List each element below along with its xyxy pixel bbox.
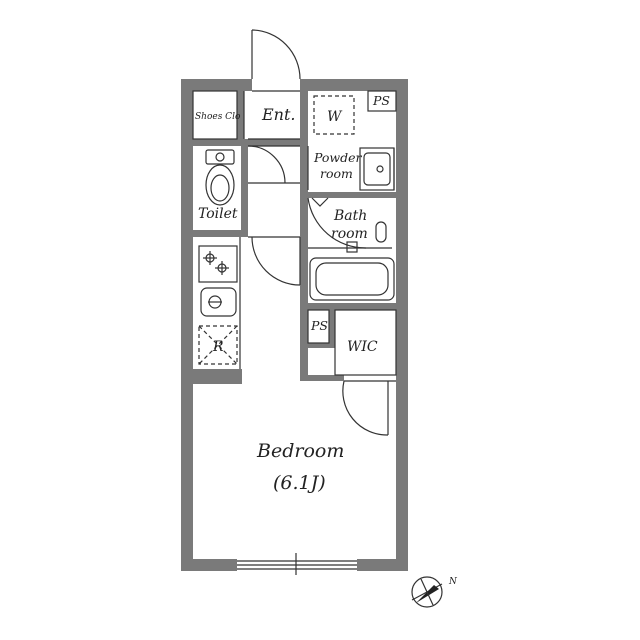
sink-icon xyxy=(200,287,237,317)
hall-door xyxy=(248,236,301,286)
label-toilet: Toilet xyxy=(198,206,238,222)
wall-kitchen-stub xyxy=(193,369,242,384)
label-bath-2: room xyxy=(331,226,368,242)
wall-right-top xyxy=(396,79,408,379)
stove-burners-icon xyxy=(203,251,229,275)
exterior-walls xyxy=(181,79,408,571)
wall-bath-bottom xyxy=(308,303,396,310)
label-powder-2: room xyxy=(320,166,353,181)
wall-ps-bottom xyxy=(308,343,335,348)
wall-top-right xyxy=(300,79,408,91)
powder-door xyxy=(307,146,329,207)
entrance-step xyxy=(243,91,300,147)
toilet-door xyxy=(247,145,300,184)
entrance-door xyxy=(251,29,301,92)
wall-wic-bottom xyxy=(300,375,344,381)
vanity xyxy=(359,147,395,191)
toilet-fixture xyxy=(205,149,235,206)
wall-bottom-l xyxy=(181,559,237,571)
washer-space xyxy=(313,95,355,135)
label-wic: WIC xyxy=(347,339,378,355)
label-bedroom-size: (6.1J) xyxy=(273,472,326,494)
bath-door xyxy=(307,197,392,249)
interior-walls xyxy=(193,91,408,384)
label-pipe-space-mid: PS xyxy=(310,318,328,333)
label-washer: W xyxy=(327,109,343,125)
wall-left xyxy=(181,79,193,571)
wall-shoes-bottom xyxy=(193,139,305,146)
label-shoes-closet: Shoes Clo xyxy=(195,112,241,122)
bathtub xyxy=(309,257,395,301)
kitchen-counter xyxy=(198,237,241,369)
wall-core-left xyxy=(300,91,308,381)
wic-door xyxy=(342,380,396,436)
wall-bottom-r xyxy=(357,559,408,571)
label-pipe-space-top: PS xyxy=(372,93,390,108)
wall-powder-bottom xyxy=(308,192,396,198)
label-bath-1: Bath xyxy=(333,208,367,224)
label-powder-1: Powder xyxy=(313,150,363,165)
label-entrance: Ent. xyxy=(261,105,296,124)
wall-top-left xyxy=(181,79,252,91)
wall-toilet-right xyxy=(241,146,248,230)
bedroom-window xyxy=(237,553,357,575)
wic xyxy=(334,309,397,376)
label-fridge: R xyxy=(212,339,224,355)
compass-icon xyxy=(411,576,443,608)
drain xyxy=(346,241,358,253)
wall-right-low xyxy=(396,379,408,571)
wall-toilet-bottom xyxy=(193,230,248,237)
shoes-closet xyxy=(192,90,238,140)
pipe-space-top xyxy=(367,90,397,112)
fridge-space xyxy=(198,325,238,365)
label-bedroom: Bedroom xyxy=(256,440,344,462)
wall-shoes-right xyxy=(237,91,244,139)
wall-wic-left xyxy=(329,310,335,348)
label-compass-north: N xyxy=(448,577,458,587)
pipe-space-mid xyxy=(307,309,330,344)
wall-bedroom-stub xyxy=(396,379,408,382)
